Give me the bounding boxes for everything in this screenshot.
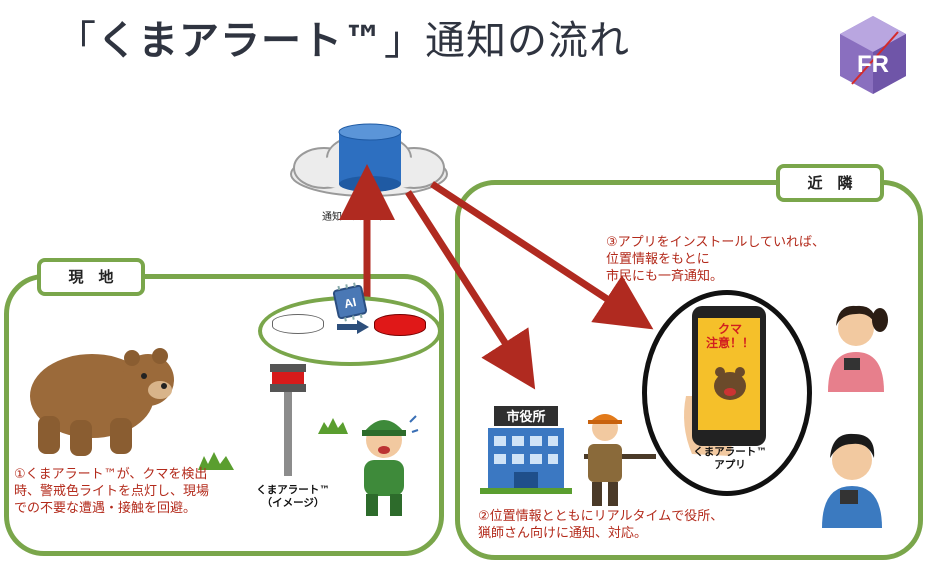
bear-mini-icon [708, 362, 752, 406]
grass-icon [198, 452, 234, 474]
nearby-note-cityhall: ②位置情報とともにリアルタイムで役所、 猟師さん向けに通知、対応。 [478, 509, 724, 541]
citizen-man-illustration [818, 424, 888, 532]
site-tag: 現 地 [37, 258, 145, 296]
light-off-icon [272, 314, 324, 334]
site-area-box [4, 274, 444, 556]
light-on-icon [374, 314, 426, 336]
citizen-woman-illustration [822, 296, 892, 396]
bear-illustration [20, 330, 180, 464]
app-label: くまアラート™ アプリ [693, 446, 767, 471]
ai-chip-icon: AI [330, 282, 370, 326]
scared-person-illustration [350, 408, 420, 522]
nearby-tag: 近 隣 [776, 164, 884, 202]
phone-alert-text: クマ 注意！！ [705, 322, 754, 350]
city-hall-sign: 市役所 [506, 410, 546, 425]
site-note: ①くまアラート™が、クマを検出 時、警戒色ライトを点灯し、現場 での不要な遭遇・… [14, 467, 210, 516]
svg-text:FR: FR [857, 51, 889, 78]
arrow-to-city-hall [405, 190, 536, 390]
grass-icon [318, 418, 348, 438]
svg-text:AI: AI [343, 295, 358, 311]
city-hall-building-icon [480, 404, 572, 494]
fr-logo: FR [838, 14, 908, 98]
device-label: くまアラート™ （イメージ） [256, 484, 330, 509]
page-title: 「くまアラート™」通知の流れ [56, 18, 630, 64]
kuma-alert-device-icon [266, 362, 310, 482]
hunter-illustration [578, 404, 658, 512]
nearby-note-app: ③アプリをインストールしていれば、 位置情報をもとに 市民にも一斉通知。 [606, 235, 826, 284]
nearby-area-box [455, 180, 923, 560]
right-arrow-icon [337, 319, 369, 338]
arrow-to-citizens [430, 181, 654, 330]
